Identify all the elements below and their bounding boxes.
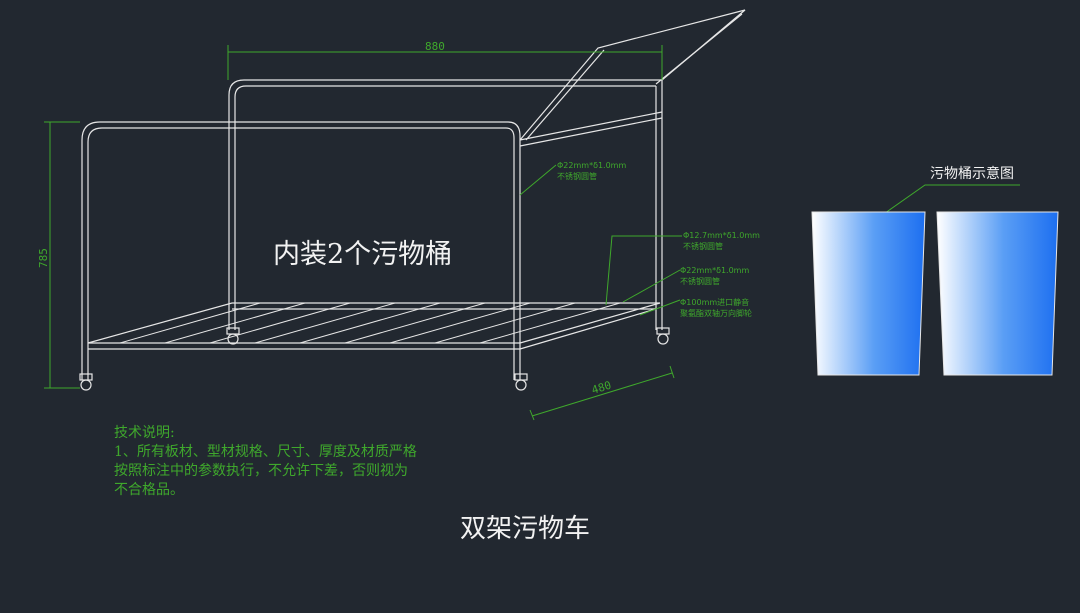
dimension-height: 785 [37,248,50,268]
annotation-4: Φ100mm进口静音聚氨酯双轴万向脚轮 [680,298,752,318]
drawing-title: 双架污物车 [460,514,591,544]
caster-wheels [79,327,670,391]
dimension-lines [44,45,1020,421]
cart-frame [79,9,746,391]
bucket-caption: 污物桶示意图 [930,166,1014,182]
inner-label: 内装2个污物桶 [273,239,453,270]
dimension-width: 480 [590,379,613,397]
notes-line: 不合格品。 [114,482,184,498]
dimension-length: 880 [425,40,445,53]
notes-line: 1、所有板材、型材规格、尺寸、厚度及材质严格 [114,444,417,460]
floor-slats [119,302,621,344]
bucket-left [811,211,926,376]
notes-line: 按照标注中的参数执行，不允许下差，否则视为 [114,463,408,479]
bucket-illustration [811,211,1059,376]
bucket-right [936,211,1059,376]
notes-heading: 技术说明: [114,425,175,441]
technical-notes: 技术说明: 1、所有板材、型材规格、尺寸、厚度及材质严格 按照标注中的参数执行，… [114,424,417,500]
